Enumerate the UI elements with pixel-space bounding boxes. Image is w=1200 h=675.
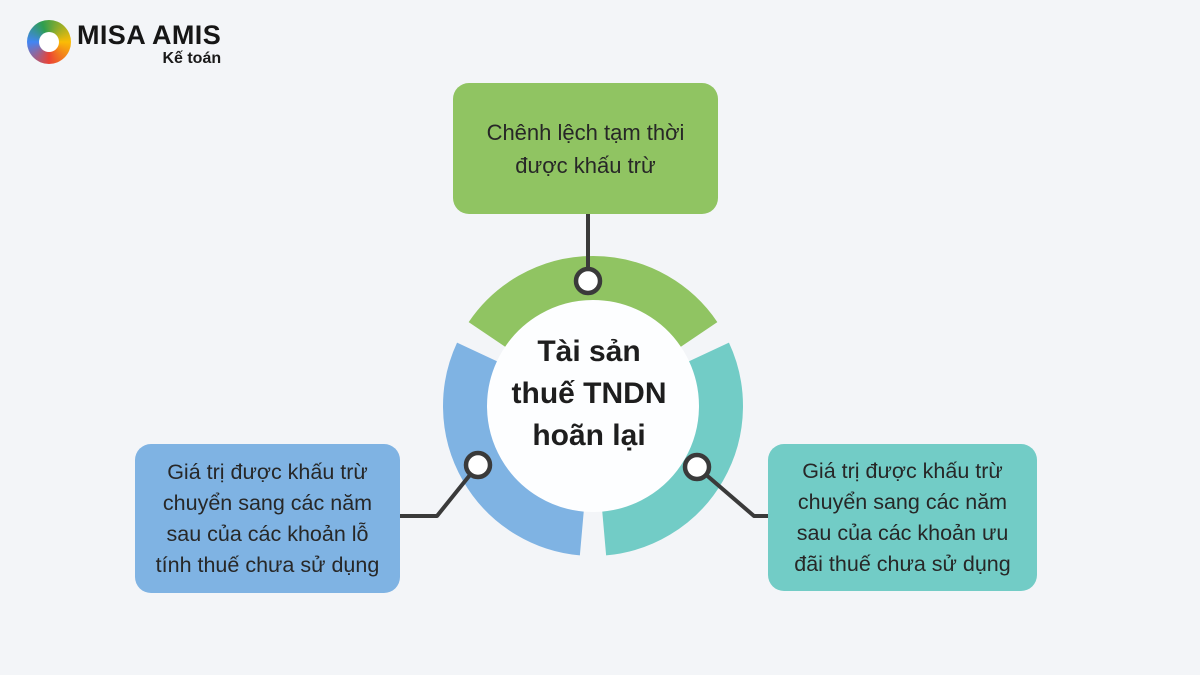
misa-amis-logo: MISA AMIS Kế toán (27, 20, 221, 68)
anchor-dot-left (463, 450, 493, 480)
node-temporary-difference-label: Chênh lệch tạm thời được khấu trừ (486, 119, 685, 178)
node-unused-tax-incentives: Giá trị được khấu trừ chuyển sang các nă… (768, 444, 1037, 591)
anchor-dot-right (682, 452, 712, 482)
donut-hole (487, 300, 699, 512)
connector-right (695, 465, 771, 518)
logo-text-block: MISA AMIS Kế toán (77, 20, 221, 68)
anchor-dot-top (573, 266, 603, 296)
node-unused-tax-losses: Giá trị được khấu trừ chuyển sang các nă… (135, 444, 400, 593)
node-unused-tax-incentives-label: Giá trị được khấu trừ chuyển sang các nă… (794, 458, 1011, 576)
misa-swirl-icon (27, 20, 71, 64)
donut-center-title: Tài sản thuế TNDN hoãn lại (511, 335, 667, 452)
logo-product-text: Kế toán (162, 50, 222, 67)
connector-left (398, 463, 480, 518)
logo-brand-text: MISA AMIS (77, 20, 222, 50)
node-temporary-difference: Chênh lệch tạm thời được khấu trừ (453, 83, 718, 214)
node-unused-tax-losses-label: Giá trị được khấu trừ chuyển sang các nă… (155, 459, 380, 577)
